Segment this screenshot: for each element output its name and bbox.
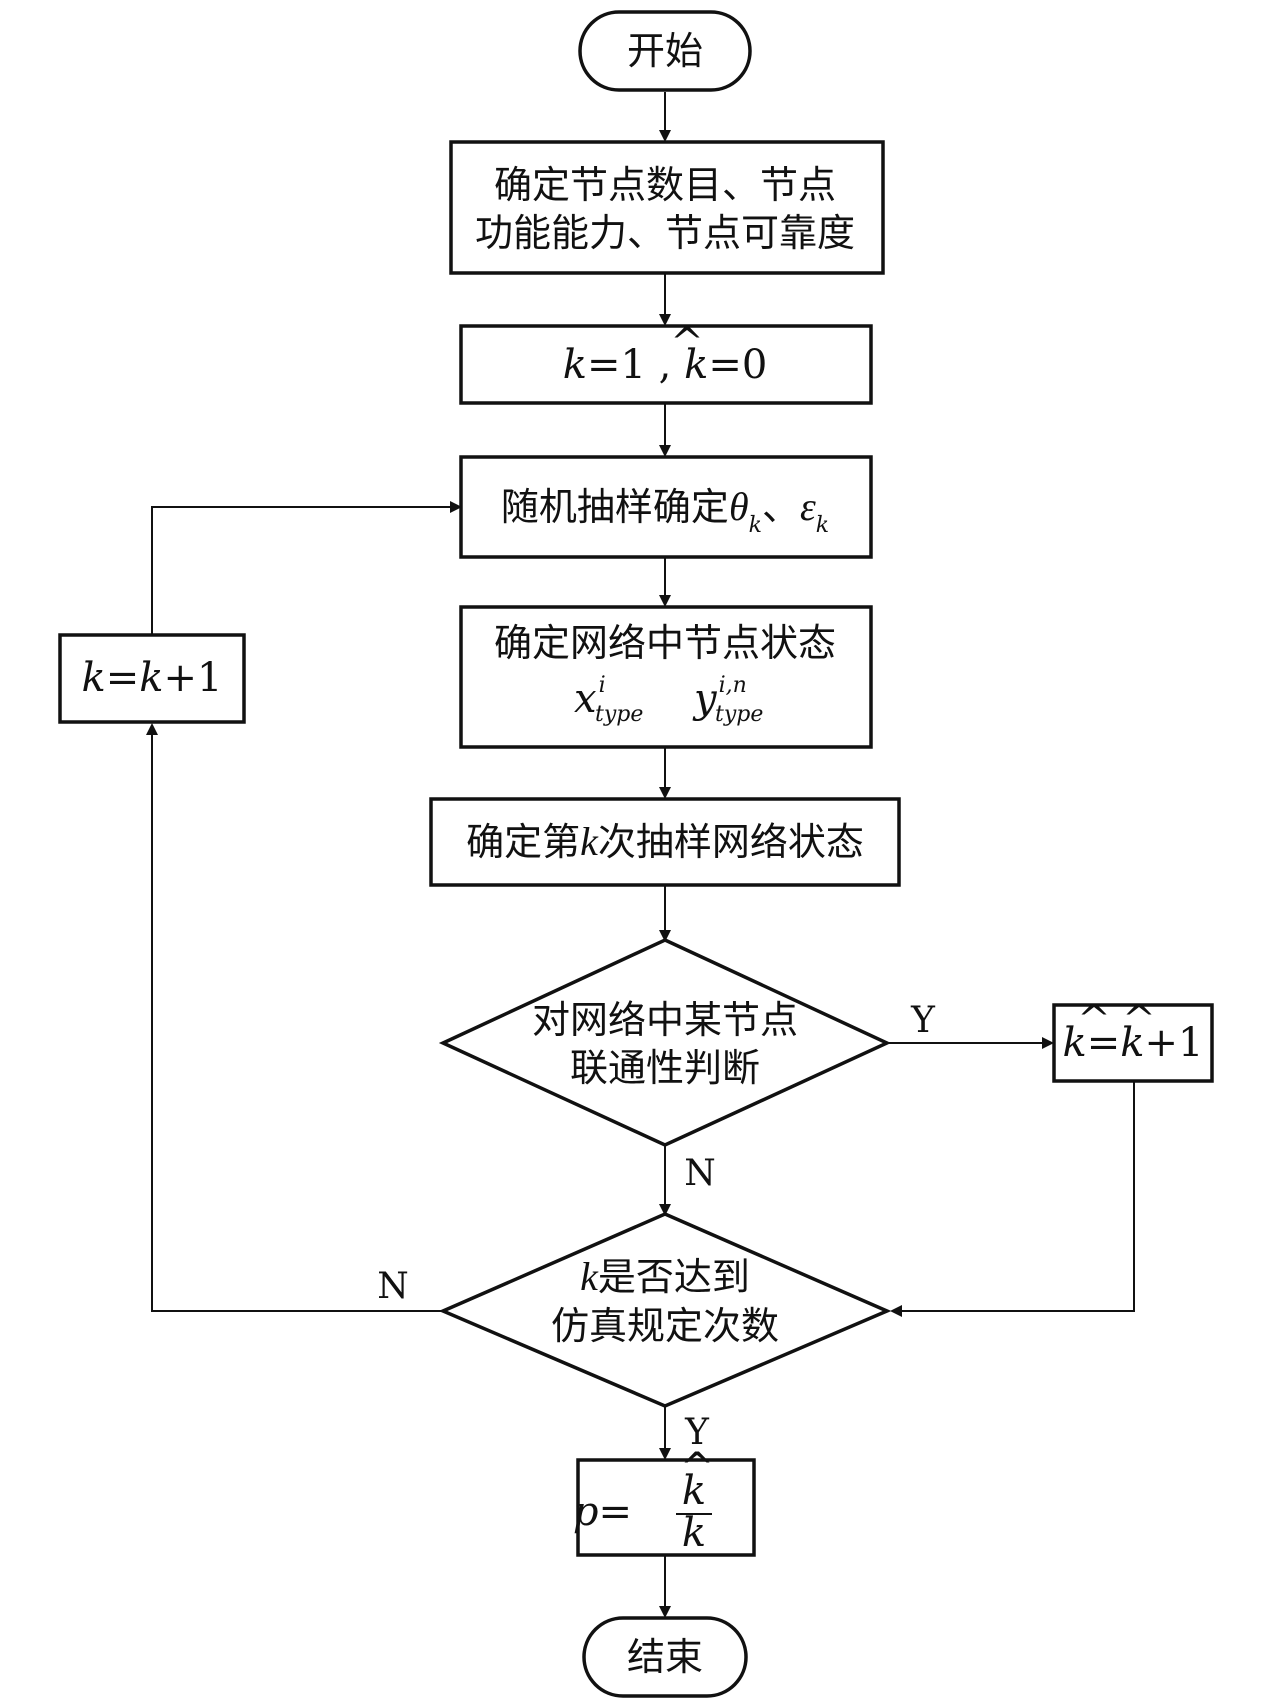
- net-state-label: 确定第k次抽样网络状态: [466, 819, 864, 864]
- node-state-x-sub: type: [595, 702, 643, 727]
- connectivity-line1: 对网络中某节点: [532, 998, 798, 1042]
- k-init-formula: k=1 , k=0: [563, 342, 768, 388]
- start-label: 开始: [627, 29, 703, 73]
- edge-kinc-sample: [151, 501, 462, 635]
- node-state-y-sub: type: [715, 702, 763, 727]
- result-denominator: k: [682, 1510, 706, 1556]
- k-check-line2: 仿真规定次数: [551, 1304, 779, 1348]
- result-process: p= k ^ k: [573, 1445, 756, 1557]
- end-terminal: 结束: [582, 1616, 748, 1698]
- khat-inc-hat1: ^: [1077, 997, 1111, 1043]
- net-state-process: 确定第k次抽样网络状态: [429, 797, 901, 887]
- node-state-y: yi,n: [692, 673, 747, 722]
- sample-process: 随机抽样确定θk、εk: [459, 455, 873, 559]
- node-state-process: 确定网络中节点状态 xi type yi,n type: [459, 605, 873, 749]
- node-state-x: xi: [574, 673, 606, 722]
- k-inc-formula: k=k+1: [82, 655, 223, 701]
- node-state-title: 确定网络中节点状态: [494, 621, 836, 665]
- khat-inc-hat2: ^: [1122, 997, 1156, 1043]
- edge-khatinc-check: [890, 1081, 1135, 1317]
- k-inc-process: k=k+1: [58, 633, 246, 724]
- end-label: 结束: [627, 1635, 703, 1679]
- result-p: p=: [573, 1489, 632, 1535]
- start-terminal: 开始: [578, 10, 752, 92]
- label-check-yes: Y: [684, 1412, 710, 1453]
- khat-inc-formula: k=k+1: [1063, 1020, 1204, 1066]
- khat-inc-process: k=k+1 ^ ^: [1052, 997, 1214, 1083]
- edge-check-no: [146, 723, 443, 1312]
- init-line1: 确定节点数目、节点: [494, 163, 836, 207]
- k-init-process: k=1 , k=0 ^: [459, 320, 873, 405]
- connectivity-decision: 对网络中某节点 联通性判断: [438, 938, 892, 1147]
- label-connectivity-no: N: [684, 1153, 716, 1194]
- result-numerator-hat: ^: [680, 1445, 714, 1491]
- init-process: 确定节点数目、节点 功能能力、节点可靠度: [449, 140, 885, 275]
- sample-label: 随机抽样确定θk、εk: [501, 484, 829, 538]
- khat-hat: ^: [670, 320, 704, 366]
- init-line2: 功能能力、节点可靠度: [475, 211, 855, 255]
- label-connectivity-yes: Y: [910, 1000, 936, 1041]
- connectors: [146, 92, 1135, 1618]
- k-check-line1: k是否达到: [580, 1254, 750, 1299]
- label-check-no: N: [377, 1266, 409, 1307]
- connectivity-line2: 联通性判断: [570, 1046, 760, 1090]
- result-numerator: k: [682, 1468, 706, 1514]
- k-check-decision: k是否达到 仿真规定次数: [438, 1212, 892, 1408]
